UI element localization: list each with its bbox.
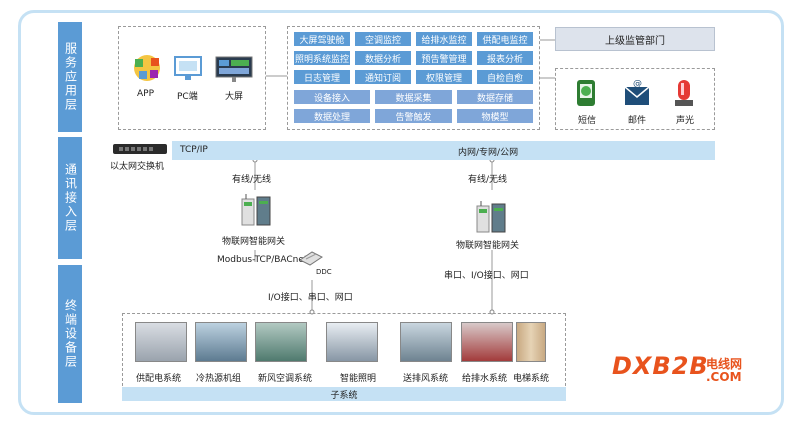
subsystem-photo-chiller	[195, 322, 247, 362]
service-permission-mgmt: 权限管理	[416, 70, 472, 84]
services-box: 大屏驾驶舱 空调监控 给排水监控 供配电监控 照明系统监控 数据分析 预告警管理…	[287, 26, 540, 130]
client-label-pc: PC端	[177, 89, 198, 102]
alarm-light-icon	[673, 77, 695, 109]
io-label-right: 串口、I/O接口、网口	[444, 268, 529, 281]
subsystem-photo-ventilation	[400, 322, 452, 362]
watermark-com: .COM	[706, 370, 742, 384]
client-box: APP PC端 大屏	[118, 26, 266, 130]
subsystem-photo-water	[461, 322, 513, 362]
subsystem-photo-hvac	[255, 322, 307, 362]
gateway-label-left: 物联网智能网关	[222, 234, 285, 247]
subsystem-label-ventilation: 送排风系统	[403, 371, 448, 384]
alerts-box: 短信 @ 邮件 声光	[555, 68, 715, 130]
service-hvac-monitor: 空调监控	[355, 32, 411, 46]
service-data-analysis: 数据分析	[355, 51, 411, 65]
service-alarm-mgmt: 预告警管理	[416, 51, 472, 65]
service-report-analysis: 报表分析	[477, 51, 533, 65]
gateway-label-right: 物联网智能网关	[456, 238, 519, 251]
big-screen-icon	[215, 55, 253, 83]
subsystem-bar-label: 子系统	[330, 388, 357, 401]
service-water-monitor: 给排水监控	[416, 32, 472, 46]
subsystem-label-chiller: 冷热源机组	[196, 371, 241, 384]
svg-text:@: @	[633, 79, 642, 89]
subsystem-photo-power	[135, 322, 187, 362]
subsystem-photo-lighting	[326, 322, 378, 362]
mail-icon: @	[624, 79, 650, 107]
tcp-label: TCP/IP	[180, 145, 208, 155]
ethernet-switch-icon	[113, 144, 167, 154]
subsystem-label-water: 给排水系统	[462, 371, 507, 384]
sms-icon	[574, 79, 598, 107]
service-notify-subscribe: 通知订阅	[355, 70, 411, 84]
pc-icon	[173, 55, 203, 83]
service-device-access: 设备接入	[294, 90, 370, 104]
service-data-process: 数据处理	[294, 109, 370, 123]
subsystem-bar: 子系统	[122, 387, 566, 401]
service-self-heal: 自检自愈	[477, 70, 533, 84]
io-label-left: I/O接口、串口、网口	[268, 290, 353, 303]
alert-label-mail: 邮件	[628, 113, 646, 126]
service-log-mgmt: 日志管理	[294, 70, 350, 84]
service-data-store: 数据存储	[457, 90, 533, 104]
subsystem-photo-elevator	[516, 322, 546, 362]
client-label-bigscreen: 大屏	[225, 89, 243, 102]
app-icon	[131, 53, 163, 83]
service-power-monitor: 供配电监控	[477, 32, 533, 46]
modbus-label: Modbus-TCP/BACnet	[217, 255, 307, 265]
service-alarm-trigger: 告警触发	[375, 109, 452, 123]
watermark-logo: DXB2B	[612, 352, 709, 380]
alert-label-light: 声光	[676, 113, 694, 126]
subsystem-label-lighting: 智能照明	[340, 371, 376, 384]
service-thing-model: 物模型	[457, 109, 533, 123]
alert-label-sms: 短信	[578, 113, 596, 126]
wired-label-left: 有线/无线	[232, 172, 271, 185]
service-data-collect: 数据采集	[375, 90, 452, 104]
subsystem-label-power: 供配电系统	[136, 371, 181, 384]
wired-label-right: 有线/无线	[468, 172, 507, 185]
ddc-label: DDC	[316, 268, 332, 276]
subsystem-label-hvac: 新风空调系统	[258, 371, 312, 384]
gateway-right-icon	[473, 200, 507, 234]
service-lighting-monitor: 照明系统监控	[294, 51, 350, 65]
service-dashboard: 大屏驾驶舱	[294, 32, 350, 46]
network-bar: TCP/IP 内网/专网/公网	[172, 141, 715, 160]
subsystem-label-elevator: 电梯系统	[513, 371, 549, 384]
client-label-app: APP	[137, 89, 154, 99]
supervisor-box: 上级监管部门	[555, 27, 715, 51]
net-label: 内网/专网/公网	[458, 145, 518, 158]
gateway-left-icon	[238, 193, 272, 227]
ddc-icon	[298, 250, 324, 266]
switch-label: 以太网交换机	[110, 159, 164, 172]
